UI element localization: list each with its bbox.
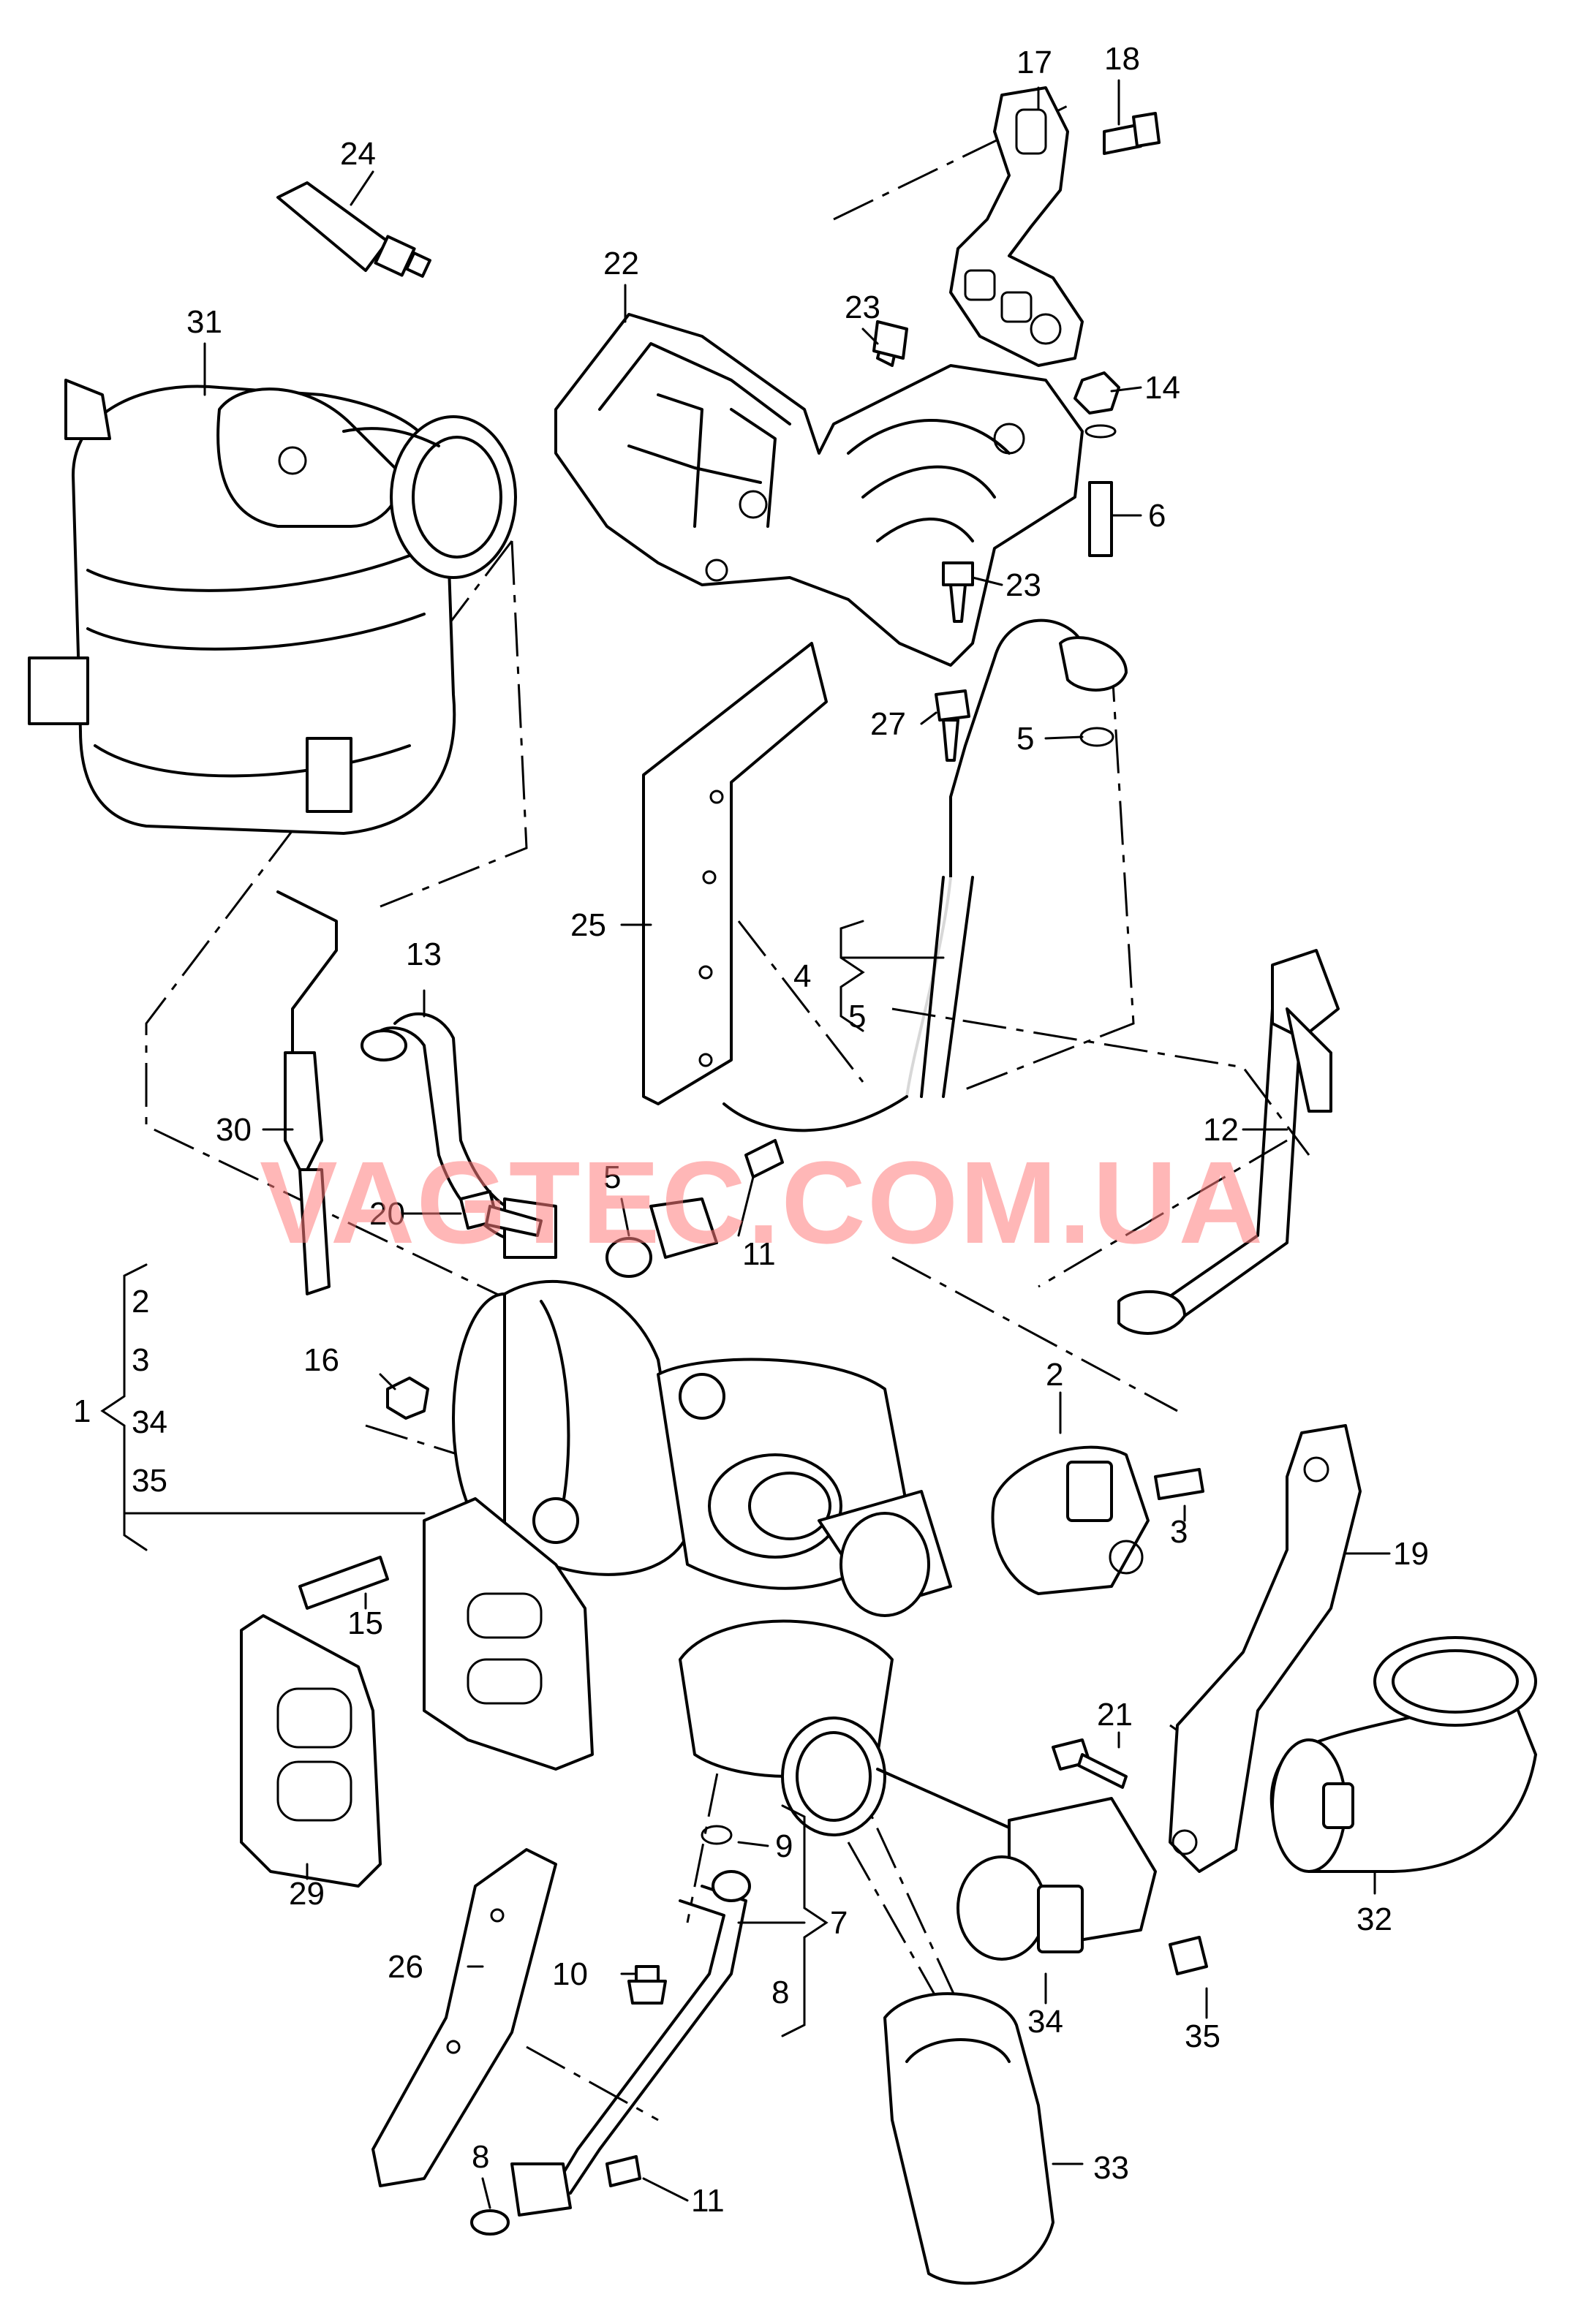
part-labels: 17 18 24 31 22 23 14 6 23 27 5 25 4 5 13… [73, 41, 1429, 2219]
label-4: 4 [793, 958, 811, 994]
label-34a: 34 [132, 1404, 167, 1440]
turbo-flange-icon [423, 1497, 594, 1771]
union-icon-5b [649, 1197, 718, 1259]
bolt-icon-11a [744, 1139, 784, 1178]
label-35a: 35 [132, 1463, 167, 1499]
label-27: 27 [870, 706, 906, 742]
label-1: 1 [73, 1393, 91, 1429]
bracket-17-icon [949, 86, 1084, 367]
label-32: 32 [1357, 1901, 1392, 1937]
turbocharger-icon [452, 1279, 952, 1836]
bolt-icon-11b [605, 2155, 641, 2187]
label-29: 29 [289, 1876, 325, 1912]
catalytic-converter-icon [28, 379, 517, 835]
label-25: 25 [570, 907, 606, 943]
label-23b: 23 [1005, 567, 1041, 603]
bolt-icon-20 [459, 1190, 543, 1237]
label-21: 21 [1097, 1697, 1133, 1733]
nut-icon-16 [386, 1377, 429, 1420]
actuator-icon [991, 1445, 1204, 1595]
heat-shield-icon [554, 313, 1084, 667]
oil-supply-line-icon [722, 618, 1128, 1132]
watermark: VAGTEC.COM.UA [260, 1137, 1264, 1268]
bolt-icon-23b [942, 561, 974, 623]
intercooler-hose-icon [883, 1992, 1054, 2285]
bolt-icon-23a [872, 320, 908, 367]
label-26: 26 [388, 1949, 423, 1985]
gasket-icon [240, 1614, 382, 1888]
label-10: 10 [552, 1956, 588, 1992]
label-23a: 23 [845, 289, 880, 325]
bolt-icon-18 [1103, 112, 1161, 155]
bracket-26-icon [371, 1848, 557, 2187]
label-3a: 3 [132, 1342, 149, 1378]
label-9: 9 [775, 1828, 793, 1864]
hose-12-icon [1117, 949, 1340, 1335]
label-14: 14 [1144, 370, 1180, 406]
label-15: 15 [347, 1605, 383, 1641]
label-18: 18 [1104, 41, 1140, 77]
bracket-19-icon [1169, 1424, 1362, 1873]
bolt-icon-21 [1052, 1738, 1128, 1789]
label-5a: 5 [848, 999, 866, 1034]
nut-icon-14 [1074, 371, 1120, 439]
label-6: 6 [1148, 498, 1166, 534]
label-34: 34 [1027, 2004, 1063, 2040]
bolt-icon-10 [627, 1965, 667, 2005]
label-12: 12 [1203, 1112, 1239, 1148]
stud-icon-15 [298, 1556, 389, 1610]
label-17: 17 [1016, 45, 1052, 80]
label-2a: 2 [132, 1284, 149, 1320]
label-31: 31 [186, 304, 222, 340]
sealant-tube-icon [276, 181, 431, 278]
label-16: 16 [303, 1342, 339, 1378]
stud-icon-6 [1088, 481, 1113, 557]
elbow-pipe-icon [1269, 1636, 1537, 1873]
label-24: 24 [340, 136, 376, 172]
washer-icon-5c [1079, 727, 1114, 747]
label-5c: 5 [1016, 721, 1034, 757]
label-30: 30 [216, 1112, 252, 1148]
heat-shield-plate-icon [642, 642, 828, 1105]
label-11a: 11 [742, 1236, 776, 1272]
label-8a: 8 [771, 1975, 789, 2010]
label-8b: 8 [472, 2139, 489, 2175]
pressure-converter-icon [876, 1768, 1208, 1975]
bolt-icon-27 [935, 689, 970, 762]
label-33: 33 [1093, 2150, 1129, 2186]
label-2: 2 [1046, 1357, 1063, 1393]
lambda-sensor-icon [276, 890, 338, 1295]
label-22: 22 [603, 246, 639, 281]
leader-lines [100, 79, 1391, 2209]
label-7: 7 [830, 1905, 848, 1941]
label-11b: 11 [691, 2183, 725, 2219]
washer-icon-5b [605, 1237, 652, 1278]
label-5b: 5 [603, 1159, 621, 1195]
label-13: 13 [406, 936, 442, 972]
oil-return-line-icon [470, 1825, 751, 2236]
label-20: 20 [369, 1196, 405, 1232]
label-3: 3 [1170, 1514, 1188, 1550]
label-35: 35 [1185, 2018, 1220, 2054]
label-19: 19 [1393, 1536, 1429, 1572]
